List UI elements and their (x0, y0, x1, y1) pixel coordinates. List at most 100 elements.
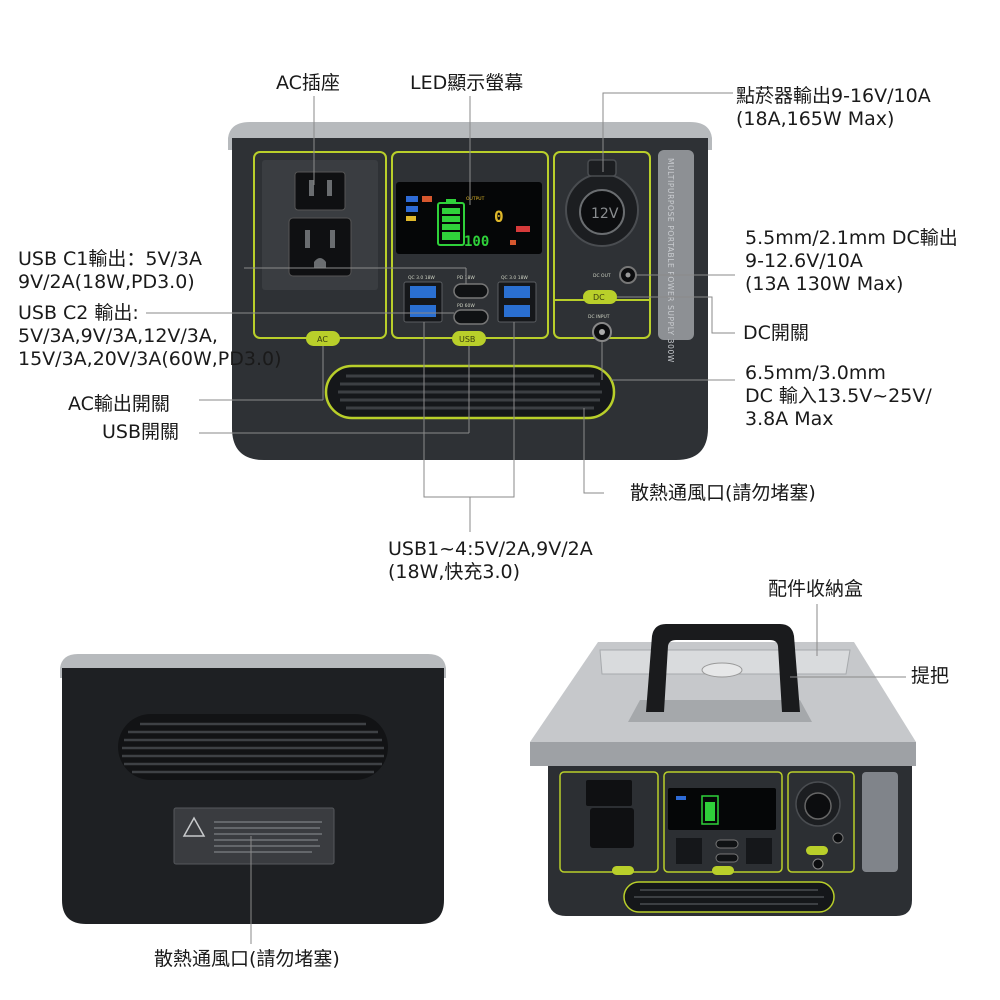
p-socket-inner (804, 792, 832, 820)
label-led-display: LED顯示螢幕 (410, 72, 524, 94)
p-lcd-indicator (676, 796, 686, 800)
lcd-indicator-icon (406, 206, 418, 212)
p-dc-out (832, 832, 844, 844)
usb-c2-port (453, 309, 489, 325)
ac-button-label: AC (317, 335, 328, 344)
label-dc-out-line3: (13A 130W Max) (745, 273, 904, 295)
label-handle: 提把 (911, 665, 950, 687)
back-view (60, 654, 446, 924)
label-dc-in-line2: DC 輸入13.5V~25V/ (745, 385, 932, 407)
outlet-slot-icon (305, 230, 310, 248)
outlet-slot-icon (327, 180, 332, 196)
cigarette-cap-hinge (587, 159, 617, 177)
label-dc-in-line1: 6.5mm/3.0mm (745, 362, 886, 384)
lcd-indicator-icon (406, 196, 418, 202)
leader-usb14 (423, 322, 515, 498)
leader-lines (146, 92, 906, 944)
label-dc-in-line3: 3.8A Max (745, 408, 834, 430)
dc-out-pin (625, 272, 631, 278)
label-dc-switch: DC開關 (743, 322, 809, 344)
lcd-indicator-icon (406, 216, 416, 221)
p-dc-input (812, 858, 824, 870)
lid-rim (530, 742, 916, 766)
p-usb-c2 (715, 853, 739, 863)
handle-recess (628, 700, 812, 722)
label-storage-box: 配件收納盒 (768, 578, 864, 600)
lcd-indicator-icon (510, 240, 516, 245)
lcd-indicator-icon (422, 196, 432, 202)
label-cigarette-line1: 點菸器輸出9-16V/10A (736, 85, 931, 107)
usb-button-label: USB (459, 335, 475, 344)
ac-button[interactable] (306, 331, 340, 346)
front-view: OUTPUT 0 100 QC 3.0 18W PD 18W PD 60W QC… (228, 122, 712, 460)
warning-triangle-icon (182, 816, 206, 837)
label-cigarette-output: 點菸器輸出9-16V/10A (18A,165W Max) (736, 85, 931, 131)
carry-handle[interactable] (646, 624, 800, 712)
side-strip (658, 150, 694, 340)
dc-button-label: DC (593, 293, 605, 302)
lid-hole (701, 662, 743, 678)
p-outlet-bottom (590, 808, 634, 848)
usb-c1-port (453, 283, 489, 299)
back-vent-slats (122, 722, 384, 774)
label-usb14-line1: USB1~4:5V/2A,9V/2A (388, 538, 593, 560)
p-ac-button (612, 866, 634, 875)
label-ac-socket: AC插座 (276, 72, 340, 94)
dc-button[interactable] (583, 290, 617, 304)
label-usb-1-4: USB1~4:5V/2A,9V/2A (18W,快充3.0) (388, 538, 593, 584)
battery-bar (442, 216, 460, 222)
label-usbc2-line3: 15V/3A,20V/3A(60W,PD3.0) (18, 348, 282, 370)
label-cigarette-line2: (18A,165W Max) (736, 108, 895, 130)
p-usb-left (676, 838, 702, 864)
label-dc-output: 5.5mm/2.1mm DC輸出 9-12.6V/10A (13A 130W M… (745, 227, 958, 296)
usb-a-port-1 (410, 286, 436, 298)
label-usb-switch: USB開關 (102, 421, 180, 443)
dc-input-label: DC INPUT (588, 314, 610, 320)
label-usbc1-line2: 9V/2A(18W,PD3.0) (18, 271, 195, 293)
lcd-screen (396, 182, 542, 254)
label-ac-switch: AC輸出開關 (68, 393, 170, 415)
p-side-strip (862, 772, 898, 872)
p-outlet-top (586, 780, 632, 806)
p-usb-c1 (715, 839, 739, 849)
usb-a-port-3 (504, 286, 530, 298)
battery-bar (442, 232, 460, 240)
label-usbc1-line1: USB C1輸出：5V/3A (18, 248, 202, 270)
sticker-text-lines (214, 821, 322, 853)
leader-cigarette (602, 92, 733, 172)
p-usb-right (746, 838, 772, 864)
p-battery-fill (705, 802, 715, 821)
p-dc-button (806, 846, 828, 855)
leader-dc-switch (617, 296, 735, 334)
p-battery-icon (701, 795, 719, 825)
label-usb-c1: USB C1輸出：5V/3A 9V/2A(18W,PD3.0) (18, 248, 202, 294)
p-ac-panel (559, 771, 659, 873)
p-lcd (668, 788, 776, 830)
outlet-slot-icon (309, 180, 314, 196)
outlet-ground-icon (314, 258, 326, 268)
socket-12v-label: 12V (591, 206, 619, 222)
outlet-slot-icon (330, 230, 335, 248)
usb-a-port-4 (504, 305, 530, 317)
port-label-qc-right: QC 3.0 18W (501, 275, 528, 281)
label-vent-back: 散熱通風口(請勿堵塞) (154, 948, 340, 970)
usb-a-port-2 (410, 305, 436, 317)
battery-cap (446, 199, 456, 203)
label-usbc2-line1: USB C2 輸出: (18, 302, 139, 324)
label-dc-out-line1: 5.5mm/2.1mm DC輸出 (745, 227, 958, 249)
back-body (62, 668, 444, 924)
dc-input-pin (599, 329, 605, 335)
dc-out-label: DC OUT (593, 273, 611, 279)
port-label-pd60: PD 60W (457, 303, 475, 309)
label-dc-input: 6.5mm/3.0mm DC 輸入13.5V~25V/ 3.8A Max (745, 362, 932, 431)
lcd-output-value: 0 (494, 207, 504, 226)
label-dc-out-line2: 9-12.6V/10A (745, 250, 863, 272)
lcd-indicator-icon (516, 226, 530, 232)
label-vent-front: 散熱通風口(請勿堵塞) (630, 482, 816, 504)
usb-button[interactable] (452, 331, 486, 346)
perspective-view (530, 624, 916, 916)
side-strip-text: MULTIPURPOSE PORTABLE POWER SUPPLY 300W (666, 158, 675, 363)
p-vent-slats (634, 889, 824, 905)
label-usb-c2: USB C2 輸出: 5V/3A,9V/3A,12V/3A, 15V/3A,20… (18, 302, 282, 371)
